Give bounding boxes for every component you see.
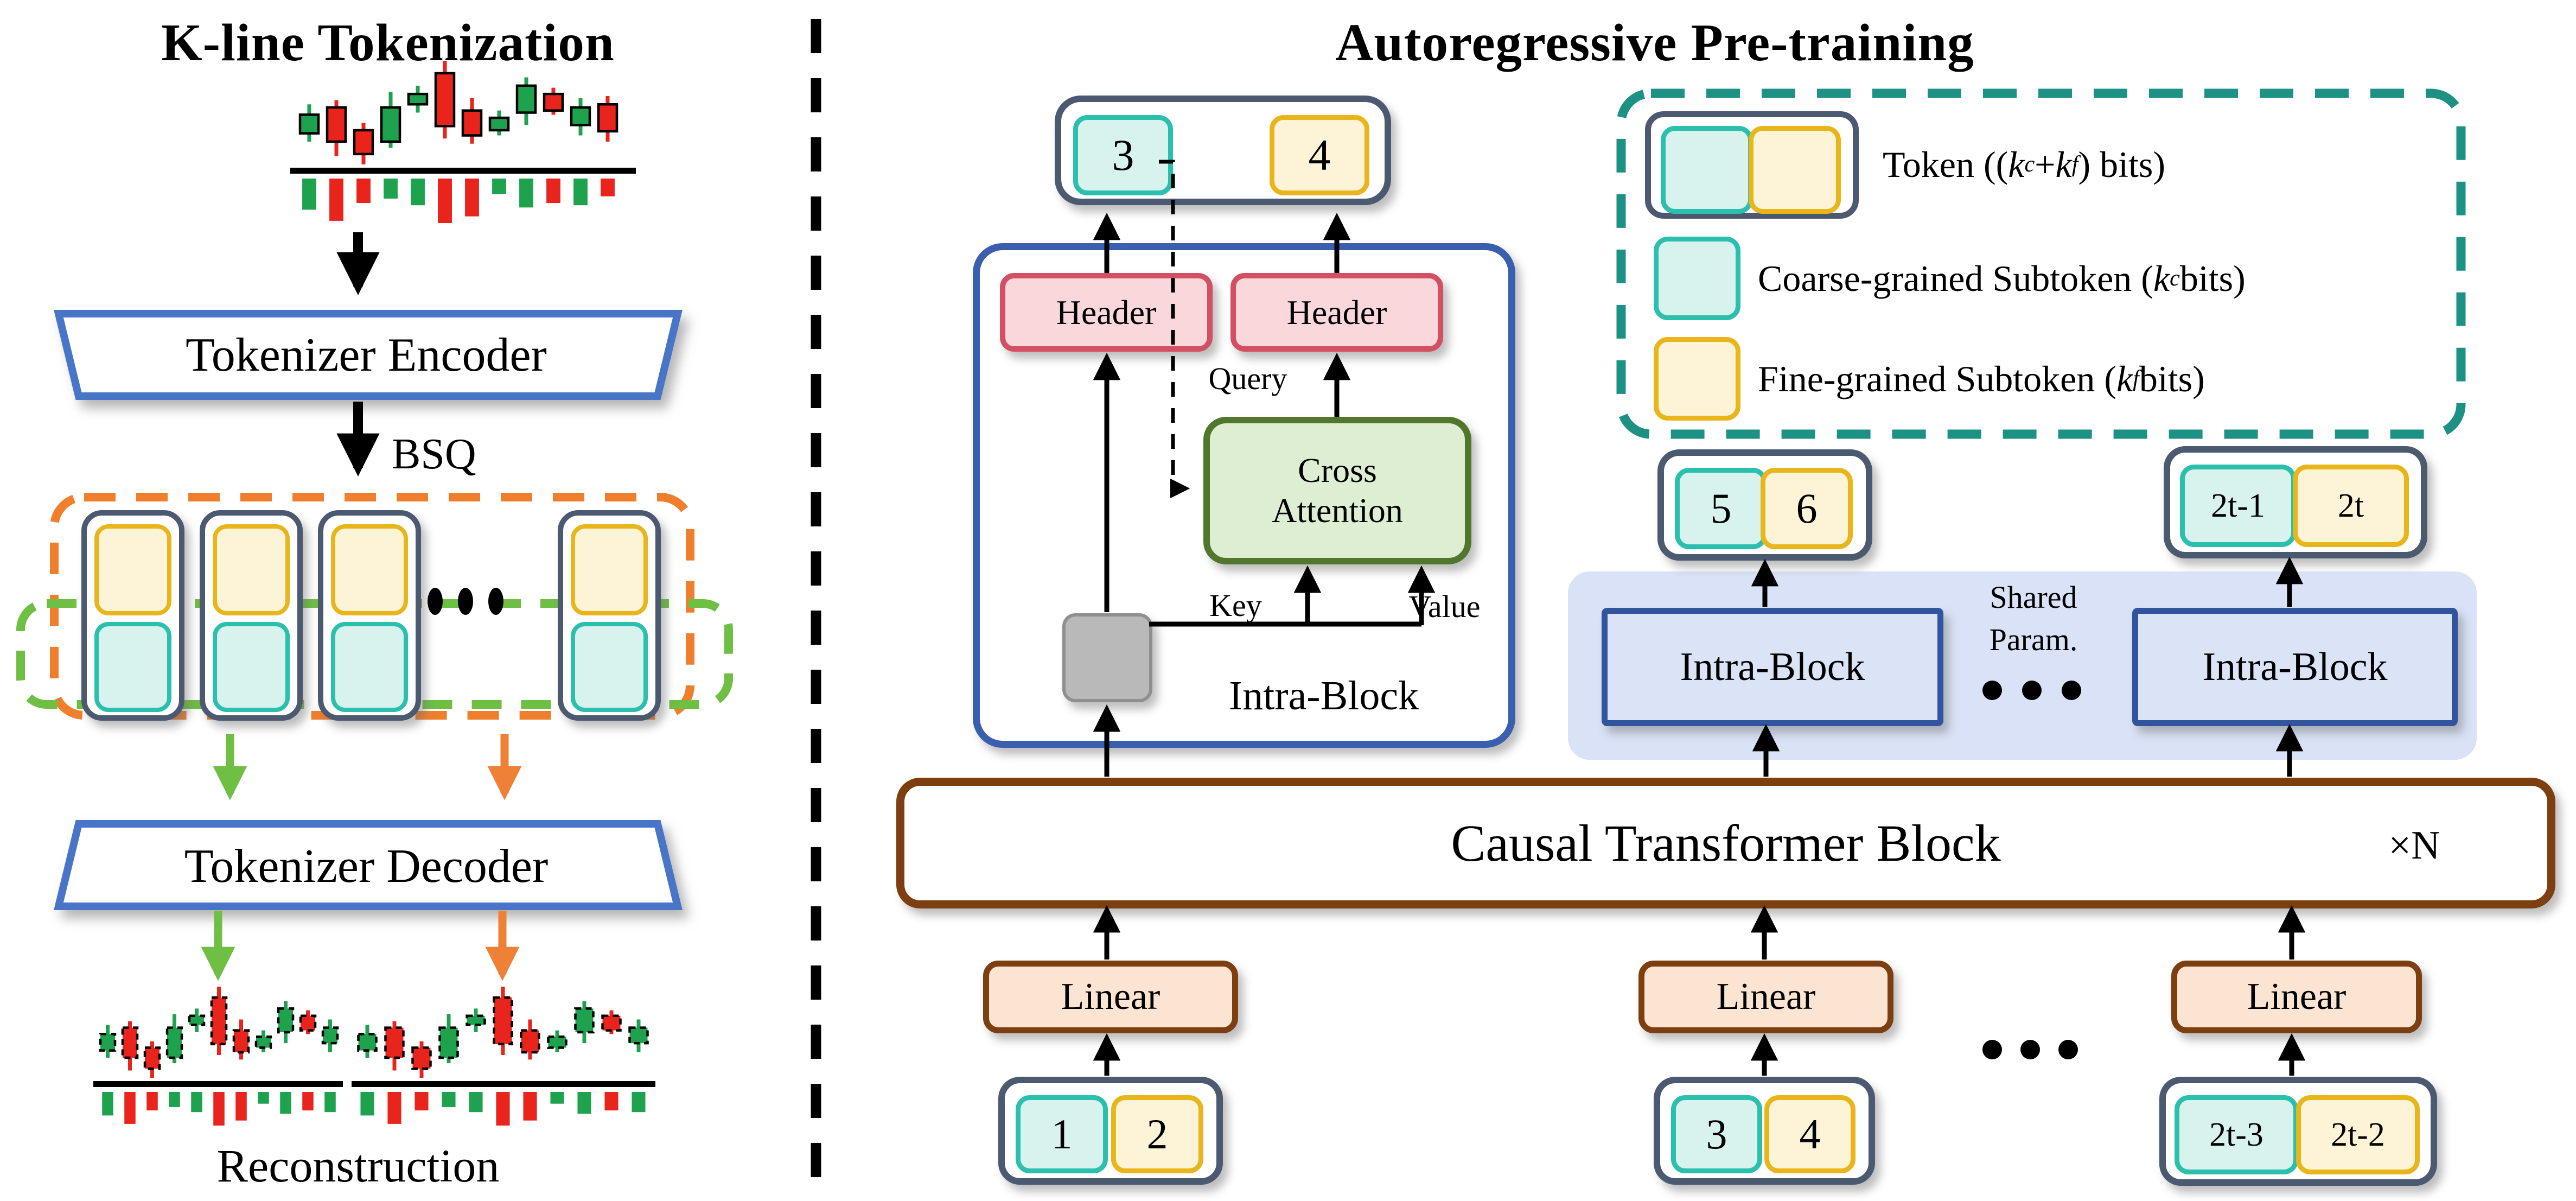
coarse-subtoken-5: 5 [1675,468,1767,549]
value-label: Value [1408,589,1481,624]
linear-box-2: Linear [1638,961,1893,1033]
legend-fine-icon [1654,337,1740,421]
cross-attention-label: Cross Attention [1272,451,1403,530]
header-box-1: Header [1000,273,1213,352]
linear-box-3: Linear [2171,961,2422,1033]
legend-coarse-icon [1654,237,1740,320]
input-token-pair-2: 3 4 [1654,1077,1875,1185]
token-stack-2 [200,510,303,721]
fine-subtoken-output: 4 [1270,115,1369,195]
left-panel-title: K-line Tokenization [161,13,615,72]
fine-subtoken-6: 6 [1761,468,1853,549]
legend-fine-in-token-icon [1749,126,1841,214]
fine-subtoken-2: 2 [1111,1095,1203,1173]
fine-subtoken-2t: 2t [2293,465,2409,547]
coarse-subtoken-1: 1 [1016,1095,1108,1173]
causal-transformer-block: Causal Transformer Block ×N [896,778,2555,908]
kline-chart [290,61,636,223]
fine-subtoken-box [94,524,171,615]
fine-subtoken-2t-2: 2t-2 [2296,1095,2420,1174]
coarse-subtoken-box [331,622,408,712]
right-panel-title: Autoregressive Pre-training [1335,13,1974,72]
key-label: Key [1209,588,1262,623]
coarse-subtoken-3b: 3 [1671,1095,1762,1173]
intra-block-right: Intra-Block [2132,608,2458,726]
causal-transformer-label: Causal Transformer Block [1451,814,2001,872]
linear-box-1: Linear [983,961,1238,1033]
reconstruction-chart-2 [352,987,655,1126]
query-label: Query [1208,360,1287,396]
token-stack-1 [81,510,184,721]
hidden-state-box [1062,613,1152,702]
input-token-pair-1: 1 2 [998,1077,1223,1185]
fine-subtoken-box [571,524,648,615]
shared-param-label: Shared Param. [1989,580,2078,658]
tokenizer-decoder-label: Tokenizer Decoder [184,840,549,893]
repeat-count-label: ×N [2388,823,2440,868]
header-box-2: Header [1230,273,1443,352]
coarse-subtoken-2t-1: 2t-1 [2180,465,2296,547]
reconstruction-label: Reconstruction [216,1140,500,1192]
bsq-label: BSQ [392,430,476,478]
coarse-subtoken-2t-3: 2t-3 [2175,1095,2298,1174]
reconstruction-chart-1 [93,987,343,1126]
ellipsis-icon [428,588,503,615]
input-token-pair-3: 2t-3 2t-2 [2159,1077,2437,1186]
legend-coarse-in-token-icon [1661,126,1753,214]
intra-block-detail-label: Intra-Block [1228,672,1419,719]
sequence-token-pair-2: 2t-1 2t [2164,446,2427,558]
output-token-pair: 3 4 [1055,96,1391,205]
cross-attention-box: Cross Attention [1203,417,1471,564]
coarse-subtoken-box [213,622,290,712]
fine-subtoken-4b: 4 [1764,1095,1856,1173]
token-stack-4 [558,510,661,721]
intra-block-left: Intra-Block [1602,608,1943,726]
sequence-token-pair-1: 5 6 [1657,449,1872,561]
coarse-subtoken-box [94,622,171,712]
token-stack-3 [318,510,421,721]
legend-token-icon [1645,111,1859,219]
coarse-subtoken-output: 3 [1073,115,1173,195]
fine-subtoken-box [213,524,290,615]
fine-subtoken-box [331,524,408,615]
ellipsis-icon [1982,1040,2078,1059]
coarse-subtoken-box [571,622,648,712]
tokenizer-encoder-label: Tokenizer Encoder [186,328,547,382]
